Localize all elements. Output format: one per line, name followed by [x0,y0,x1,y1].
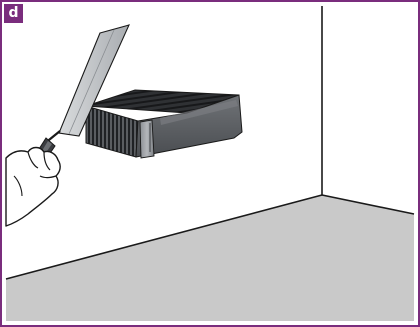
hand-icon [6,148,60,227]
step-label-badge: d [4,4,23,23]
wall-mounted-device-icon [86,90,242,158]
floor [6,195,414,321]
